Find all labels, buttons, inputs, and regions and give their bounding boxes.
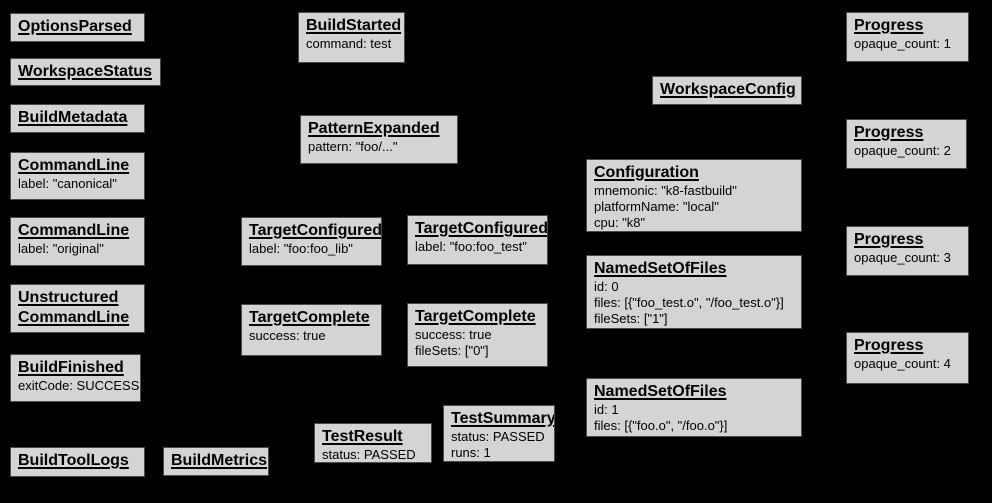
node-build-finished: BuildFinished exitCode: SUCCESS [10,354,141,402]
node-title: TargetComplete [415,308,536,325]
node-commandline-original: CommandLine label: "original" [10,217,145,266]
node-field: status: PASSED [322,447,416,462]
node-progress-2: Progress opaque_count: 2 [846,119,967,169]
node-build-metadata: BuildMetadata [10,104,145,133]
node-title: TargetConfigured [415,220,548,237]
node-workspace-status: WorkspaceStatus [10,58,161,86]
node-field: files: [{"foo.o", "/foo.o"}] [594,418,728,433]
node-workspace-config: WorkspaceConfig [652,76,802,105]
node-targetcomplete-foo-lib: TargetComplete success: true [241,304,382,356]
node-field: opaque_count: 2 [854,143,951,158]
node-field: id: 1 [594,402,619,417]
node-title: Unstructured CommandLine [18,289,130,326]
node-title: BuildMetadata [18,109,128,126]
node-field: success: true [415,327,492,342]
node-build-metrics: BuildMetrics [163,447,269,476]
node-field: fileSets: ["0"] [415,343,489,358]
node-title: TestResult [322,428,403,445]
node-test-summary: TestSummary status: PASSED runs: 1 [443,405,555,462]
node-field: platformName: "local" [594,199,719,214]
node-test-result: TestResult status: PASSED [314,423,432,463]
node-configuration: Configuration mnemonic: "k8-fastbuild" p… [586,159,802,232]
node-title: OptionsParsed [18,18,132,35]
node-build-tool-logs: BuildToolLogs [10,447,145,477]
node-title: NamedSetOfFiles [594,383,727,400]
node-title: BuildMetrics [171,452,268,469]
node-field: id: 0 [594,279,619,294]
node-title: WorkspaceConfig [660,81,796,98]
node-field: opaque_count: 1 [854,36,951,51]
node-field: files: [{"foo_test.o", "/foo_test.o"}] [594,295,784,310]
node-progress-4: Progress opaque_count: 4 [846,332,969,384]
node-progress-3: Progress opaque_count: 3 [846,226,969,276]
node-title: Configuration [594,164,699,181]
node-title: Progress [854,124,924,141]
node-field: mnemonic: "k8-fastbuild" [594,183,737,198]
node-title: WorkspaceStatus [18,63,152,80]
node-targetconfigured-foo-test: TargetConfigured label: "foo:foo_test" [407,215,548,265]
node-title: Progress [854,231,924,248]
node-field: status: PASSED [451,429,545,444]
node-title: TestSummary [451,410,555,427]
node-field: command: test [306,36,392,51]
node-title: TargetComplete [249,309,370,326]
node-field: pattern: "foo/..." [308,139,398,154]
node-title: NamedSetOfFiles [594,260,727,277]
node-field: label: "original" [18,241,104,256]
node-field: runs: 1 [451,445,491,460]
node-field: cpu: "k8" [594,215,646,230]
node-targetcomplete-foo-test: TargetComplete success: true fileSets: [… [407,303,548,367]
node-field: opaque_count: 3 [854,250,951,265]
node-commandline-canonical: CommandLine label: "canonical" [10,152,145,200]
node-title: Progress [854,337,924,354]
node-namedsetoffiles-0: NamedSetOfFiles id: 0 files: [{"foo_test… [586,255,802,329]
node-field: success: true [249,328,326,343]
node-field: label: "foo:foo_test" [415,239,527,254]
node-pattern-expanded: PatternExpanded pattern: "foo/..." [300,115,458,164]
node-field: label: "canonical" [18,176,117,191]
node-field: label: "foo:foo_lib" [249,241,353,256]
node-title: BuildFinished [18,359,124,376]
node-unstructured-commandline: Unstructured CommandLine [10,284,145,333]
node-progress-1: Progress opaque_count: 1 [846,12,969,62]
node-options-parsed: OptionsParsed [10,13,145,42]
node-targetconfigured-foo-lib: TargetConfigured label: "foo:foo_lib" [241,217,382,266]
node-build-started: BuildStarted command: test [298,12,405,63]
node-title: BuildStarted [306,17,402,34]
node-title: BuildToolLogs [18,452,129,469]
node-field: exitCode: SUCCESS [18,378,140,393]
node-field: opaque_count: 4 [854,356,951,371]
node-title: CommandLine [18,157,130,174]
node-field: fileSets: ["1"] [594,311,668,326]
node-title: PatternExpanded [308,120,440,137]
node-namedsetoffiles-1: NamedSetOfFiles id: 1 files: [{"foo.o", … [586,378,802,437]
node-title: Progress [854,17,924,34]
node-title: TargetConfigured [249,222,382,239]
node-title: CommandLine [18,222,130,239]
